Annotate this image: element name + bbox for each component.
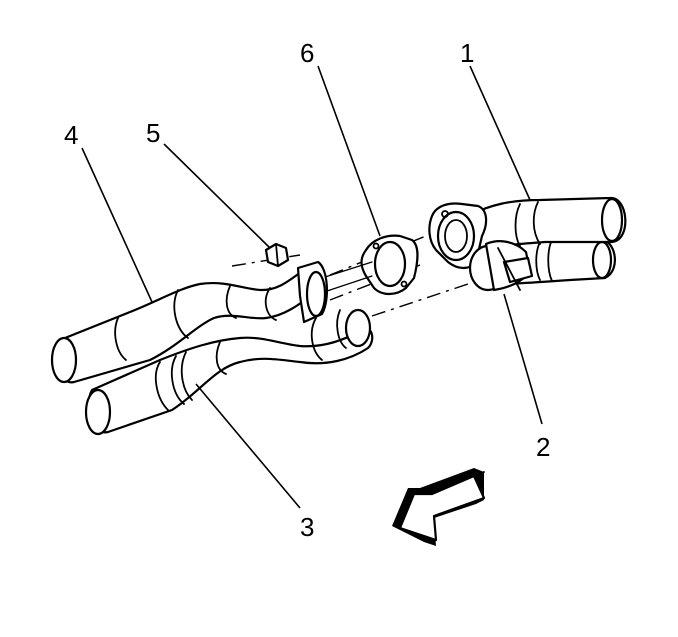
- callout-3: 3: [300, 512, 314, 542]
- rear-pipe-upper: [468, 196, 627, 252]
- front-pipe-lower: [84, 308, 374, 436]
- callout-4: 4: [64, 120, 78, 150]
- front-direction-arrow-icon: [392, 468, 486, 546]
- callouts: 1 2 3 4 5 6: [64, 38, 550, 542]
- gasket: [360, 234, 419, 296]
- nut: [264, 242, 290, 268]
- callout-1: 1: [460, 38, 474, 68]
- callout-2: 2: [536, 432, 550, 462]
- leader-lines: [81, 65, 543, 509]
- front-flange: [296, 260, 328, 324]
- clamp: [468, 240, 534, 292]
- callout-6: 6: [300, 38, 314, 68]
- callout-5: 5: [146, 118, 160, 148]
- rear-flange: [428, 202, 488, 270]
